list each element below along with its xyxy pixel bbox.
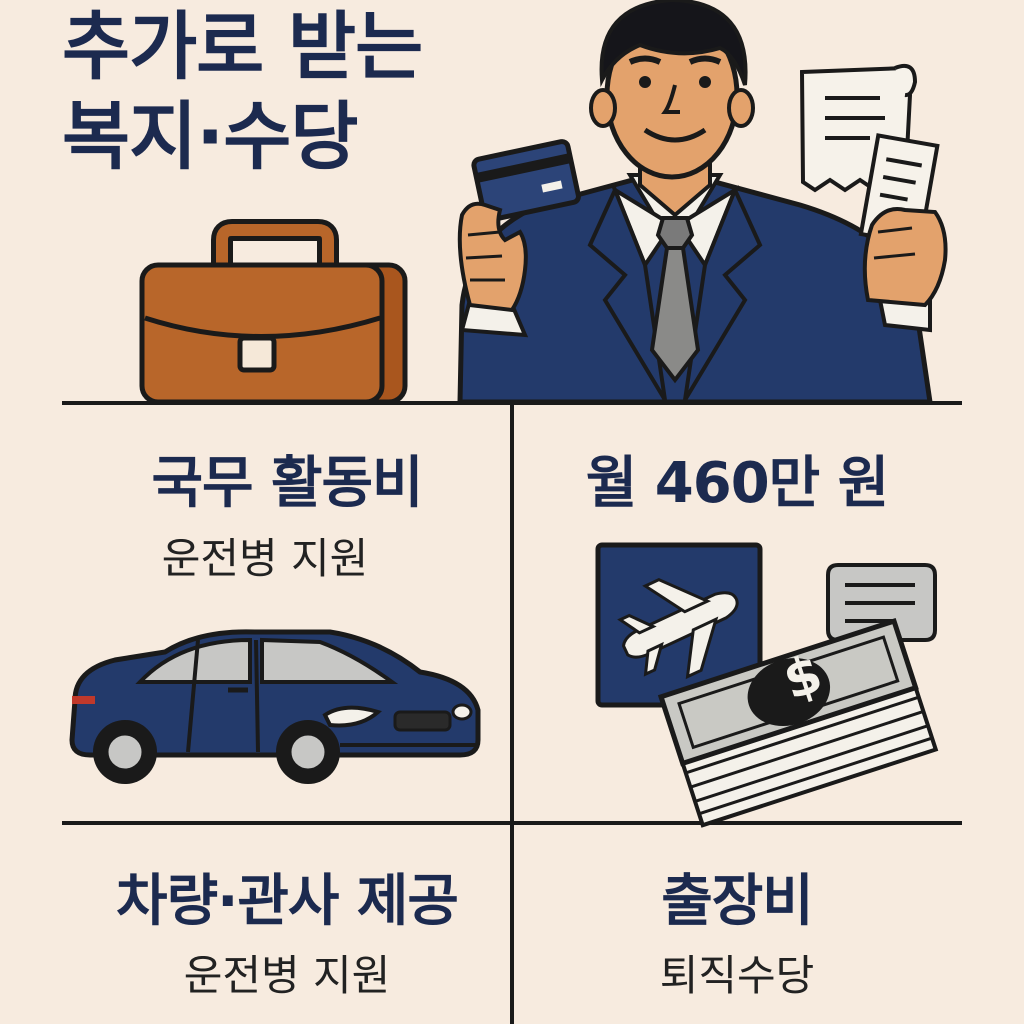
cell-title-vehicle-residence: 차량·관사 제공 — [116, 869, 459, 934]
cell-subtitle-retirement-allowance: 퇴직수당 — [659, 951, 815, 1000]
cell-title-activity-expense: 국무 활동비 — [151, 451, 423, 516]
cell-subtitle-driver-support: 운전병 지원 — [161, 534, 369, 583]
cell-title-travel-expense: 출장비 — [661, 869, 814, 934]
cell-title-monthly-amount: 월 460만 원 — [585, 451, 889, 516]
title-line-1: 추가로 받는 — [62, 4, 423, 90]
cell-subtitle-driver-support-2: 운전병 지원 — [183, 951, 391, 1000]
page-title: 추가로 받는 복지·수당 — [62, 2, 423, 182]
title-line-2: 복지·수당 — [62, 94, 358, 180]
